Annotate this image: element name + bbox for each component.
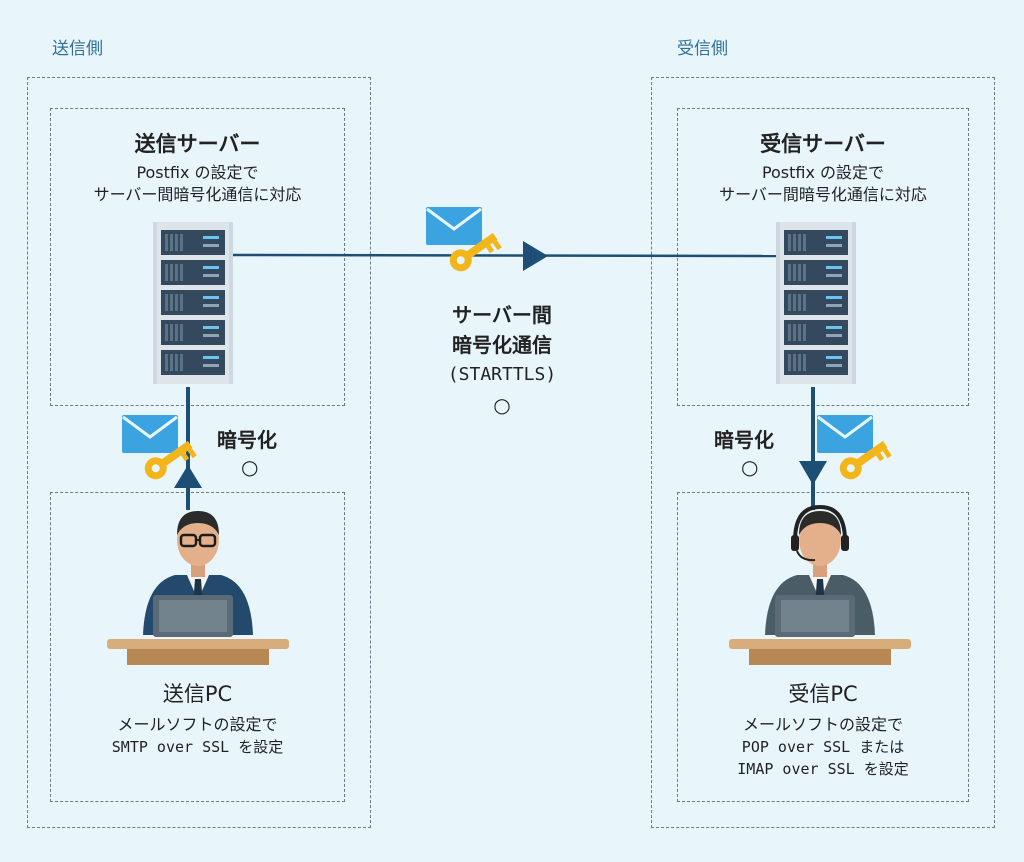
receiver-server-label: 受信サーバー Postfix の設定で サーバー間暗号化通信に対応 (677, 128, 969, 206)
sender-envelope-icon (122, 415, 178, 453)
receiver-key-icon (839, 440, 892, 480)
middle-line3: (STARTTLS) (447, 364, 557, 385)
receiver-pc-desc2: POP over SSL または (741, 738, 905, 756)
sender-server-label: 送信サーバー Postfix の設定で サーバー間暗号化通信に対応 (50, 128, 345, 206)
receiver-server-icon (776, 222, 856, 384)
sender-pc-desc1: メールソフトの設定で (117, 715, 278, 734)
receiver-server-desc2: サーバー間暗号化通信に対応 (719, 185, 927, 204)
sender-encrypt-status: ○ (241, 455, 259, 479)
middle-status: ○ (493, 393, 511, 417)
sender-pc-desc2: SMTP over SSL を設定 (111, 738, 284, 756)
receiver-side-label: 受信側 (677, 39, 728, 59)
sender-key-icon (144, 440, 197, 480)
receiver-pc-desc1: メールソフトの設定で (742, 715, 903, 734)
middle-envelope-icon (426, 207, 482, 245)
receiver-pc-label: 受信PC メールソフトの設定で POP over SSL または IMAP ov… (677, 678, 969, 780)
sender-pc-label: 送信PC メールソフトの設定で SMTP over SSL を設定 (50, 678, 345, 758)
sender-server-desc1: Postfix の設定で (136, 163, 259, 182)
middle-label: サーバー間 暗号化通信 (STARTTLS) ○ (412, 300, 592, 420)
sender-server-desc2: サーバー間暗号化通信に対応 (93, 185, 302, 204)
server-link-arrow-icon (523, 241, 548, 271)
sender-person-icon (107, 511, 289, 665)
receiver-side-box (651, 77, 995, 828)
receiver-pc-box (677, 492, 969, 802)
sender-server-icon (153, 222, 233, 384)
receiver-pc-desc3: IMAP over SSL を設定 (737, 760, 909, 778)
middle-line2: 暗号化通信 (452, 333, 552, 357)
server-link-line (231, 253, 779, 258)
sender-server-box (50, 108, 345, 406)
receiver-down-arrow-icon (799, 461, 827, 485)
middle-key-icon (449, 232, 502, 272)
sender-pc-box (50, 492, 345, 802)
middle-line1: サーバー間 (452, 303, 552, 327)
receiver-person-icon (729, 504, 911, 665)
receiver-envelope-icon (817, 415, 873, 453)
receiver-encrypt-status: ○ (741, 455, 759, 479)
receiver-pc-title: 受信PC (788, 682, 858, 706)
sender-server-title: 送信サーバー (134, 132, 261, 156)
sender-side-label: 送信側 (52, 39, 103, 59)
sender-pc-title: 送信PC (162, 682, 233, 706)
sender-up-arrow-icon (174, 465, 202, 488)
sender-encrypt-label: 暗号化 (217, 428, 277, 452)
receiver-server-desc1: Postfix の設定で (761, 163, 885, 182)
receiver-encrypt-label: 暗号化 (714, 428, 774, 452)
sender-side-box (27, 77, 371, 828)
receiver-server-title: 受信サーバー (760, 132, 886, 156)
